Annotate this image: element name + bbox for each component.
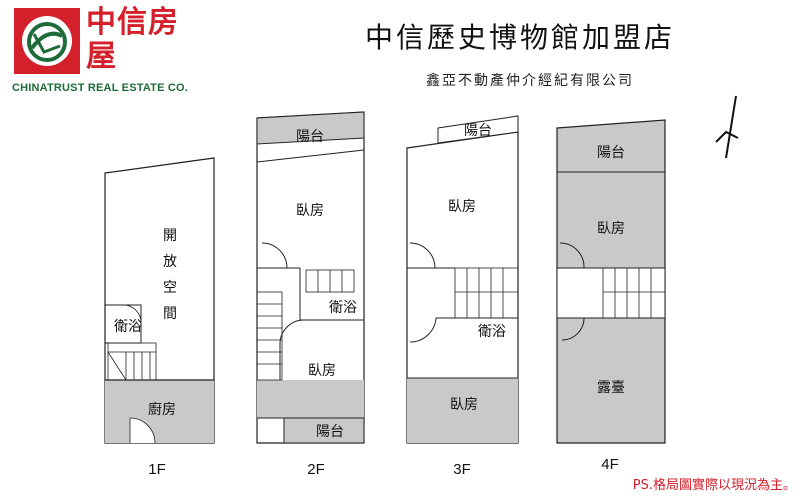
open-space-char-1: 開 bbox=[163, 228, 177, 244]
balcony-3f-top-label: 陽台 bbox=[464, 123, 492, 139]
disclaimer-note: PS.格局圖實際以現況為主。 bbox=[632, 478, 796, 493]
balcony-2f-bottom bbox=[283, 417, 365, 444]
bedroom-3f-top-label: 臥房 bbox=[448, 199, 476, 215]
north-arrow-icon bbox=[715, 95, 739, 159]
floor-3f: 陽台 臥房 衛浴 臥房 3F bbox=[406, 115, 519, 478]
shade-2f-bottom bbox=[257, 380, 364, 418]
floor-1f: 開 放 空 間 衛浴 廚房 1F bbox=[104, 157, 215, 478]
balcony-2f-bottom-label: 陽台 bbox=[316, 424, 344, 440]
floor-2f-label: 2F bbox=[307, 461, 325, 478]
logo-text-en: CHINATRUST REAL ESTATE CO. bbox=[11, 82, 189, 94]
stairs-3f bbox=[454, 267, 519, 319]
logo-text-zh: 中信房屋 bbox=[86, 5, 179, 74]
balcony-2f-top bbox=[256, 111, 365, 145]
floor-4f: 陽台 臥房 露臺 4F bbox=[556, 119, 666, 473]
bath-3f-label: 衛浴 bbox=[478, 324, 506, 340]
stairwell-4f bbox=[556, 267, 666, 319]
stairs-2f bbox=[256, 269, 355, 381]
bath-1f-label: 衛浴 bbox=[114, 319, 142, 335]
page-title: 中信歷史博物館加盟店 bbox=[364, 21, 675, 54]
floor-2f: 陽台 臥房 衛浴 臥房 陽台 2F bbox=[256, 111, 365, 478]
kitchen-1f-area bbox=[105, 380, 214, 443]
floor-4f-label: 4F bbox=[601, 456, 619, 473]
logo-globe-icon bbox=[14, 8, 80, 74]
stairs-1f bbox=[107, 342, 157, 381]
floor-1f-label: 1F bbox=[148, 461, 166, 478]
bath-2f-label: 衛浴 bbox=[329, 300, 357, 316]
balcony-2f-top-label: 陽台 bbox=[296, 129, 324, 145]
kitchen-1f-label: 廚房 bbox=[148, 401, 176, 418]
stairs-4f bbox=[602, 267, 666, 319]
bedroom-4f-top-label: 臥房 bbox=[597, 221, 625, 237]
bedroom-3f-bottom-area bbox=[407, 378, 518, 443]
balcony-4f-top-label: 陽台 bbox=[597, 145, 625, 161]
terrace-4f-label: 露臺 bbox=[597, 380, 625, 396]
balcony-3f-top bbox=[437, 115, 519, 144]
open-space-char-2: 放 bbox=[163, 254, 177, 270]
page-subtitle: 鑫亞不動產仲介經紀有限公司 bbox=[426, 73, 634, 89]
bedroom-2f-top-label: 臥房 bbox=[296, 203, 324, 219]
open-space-char-4: 間 bbox=[163, 306, 177, 322]
open-space-char-3: 空 bbox=[163, 280, 177, 296]
logo-mark bbox=[14, 8, 80, 74]
bedroom-3f-bottom-label: 臥房 bbox=[450, 397, 478, 413]
floor-3f-label: 3F bbox=[453, 461, 471, 478]
bedroom-2f-bottom-label: 臥房 bbox=[308, 363, 336, 379]
